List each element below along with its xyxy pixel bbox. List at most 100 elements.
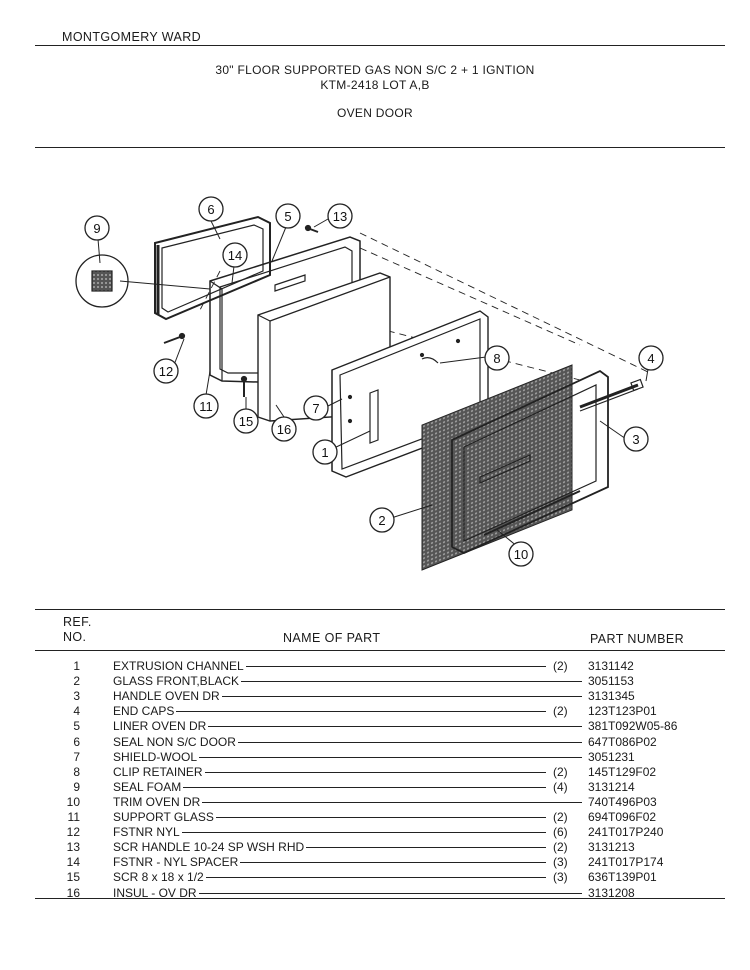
ref-number: 10: [66, 794, 80, 809]
part-number: 647T086P02: [588, 734, 657, 749]
part-name: END CAPS: [113, 704, 177, 719]
callout-13: 13: [327, 203, 353, 229]
section-rule: [35, 147, 725, 148]
part-name: HANDLE OVEN DR: [113, 689, 222, 704]
svg-text:1: 1: [321, 445, 328, 460]
part-name: LINER OVEN DR: [113, 719, 209, 734]
table-top-rule: [35, 609, 725, 610]
ref-number: 11: [67, 810, 80, 824]
part-number: 123T123P01: [588, 704, 657, 719]
oven-handle-part: [579, 378, 644, 412]
svg-text:2: 2: [378, 513, 385, 528]
part-name: FSTNR NYL: [113, 825, 182, 840]
part-number: 3131142: [588, 659, 634, 673]
ref-number: 12: [66, 825, 80, 840]
door-seal-part: [154, 215, 271, 321]
table-row: 16 INSUL - OV DR 3131208: [0, 885, 750, 901]
ref-number: 5: [73, 719, 80, 734]
svg-text:3: 3: [632, 432, 639, 447]
part-name: SCR HANDLE 10-24 SP WSH RHD: [113, 840, 307, 855]
callout-2: 2: [369, 507, 395, 533]
callout-10: 10: [508, 541, 534, 567]
ref-number: 3: [73, 689, 80, 704]
col-header-no: NO.: [63, 630, 87, 644]
ref-number: 9: [73, 779, 80, 794]
svg-text:14: 14: [228, 248, 242, 263]
part-name: TRIM OVEN DR: [113, 794, 203, 809]
table-header-rule: [35, 650, 725, 651]
part-name: SCR 8 x 18 x 1/2: [113, 870, 206, 885]
part-quantity: (2): [553, 840, 568, 855]
leader-line: [150, 771, 546, 773]
part-quantity: (2): [553, 659, 568, 673]
part-number: 3131214: [588, 779, 635, 794]
leader-line: [150, 892, 582, 894]
part-name: SEAL FOAM: [113, 779, 184, 794]
part-number: 3051231: [588, 749, 635, 764]
col-header-part-number: PART NUMBER: [590, 632, 684, 646]
leader-line: [150, 681, 582, 683]
svg-text:11: 11: [199, 399, 213, 414]
part-quantity: (3): [553, 855, 568, 870]
callout-4: 4: [638, 345, 664, 371]
callout-6: 6: [198, 196, 224, 222]
part-name: FSTNR - NYL SPACER: [113, 855, 241, 870]
ref-number: 1: [73, 659, 80, 673]
leader-line: [150, 726, 582, 728]
part-number: 694T096F02: [588, 810, 657, 824]
fasteners: [163, 224, 319, 397]
table-row: 10 TRIM OVEN DR 740T496P03: [0, 794, 750, 810]
ref-number: 4: [73, 704, 80, 719]
ref-number: 7: [73, 749, 80, 764]
part-number: 3131208: [588, 885, 635, 900]
part-quantity: (6): [553, 825, 568, 840]
part-number: 3131345: [588, 689, 635, 704]
leader-line: [150, 741, 582, 743]
leader-line: [150, 847, 546, 849]
model-line: KTM-2418 LOT A,B: [320, 78, 430, 92]
document-title: 30" FLOOR SUPPORTED GAS NON S/C 2 + 1 IG…: [215, 63, 535, 77]
table-bottom-rule: [35, 898, 725, 899]
callout-12: 12: [153, 358, 179, 384]
col-header-name: NAME OF PART: [283, 631, 381, 645]
table-row: 15 SCR 8 x 18 x 1/2 (3) 636T139P01: [0, 870, 750, 885]
callout-11: 11: [193, 393, 219, 419]
part-number: 740T496P03: [588, 794, 657, 809]
callout-8: 8: [484, 345, 510, 371]
callout-5: 5: [275, 203, 301, 229]
part-name: CLIP RETAINER: [113, 764, 205, 779]
part-number: 636T139P01: [588, 870, 657, 885]
table-row: 3 HANDLE OVEN DR 3131345: [0, 689, 750, 704]
ref-number: 15: [66, 870, 80, 885]
callout-7: 7: [303, 395, 329, 421]
leader-line: [150, 786, 546, 788]
ref-number: 16: [66, 885, 80, 900]
callout-3: 3: [623, 426, 649, 452]
ref-number: 6: [73, 734, 80, 749]
part-name: EXTRUSION CHANNEL: [113, 659, 246, 673]
part-name: SUPPORT GLASS: [113, 810, 216, 824]
svg-text:8: 8: [493, 351, 500, 366]
exploded-parts-diagram: 6 5 13 9 14 12 11 15 16 7 1 8 4 3 2 10: [75, 196, 664, 571]
part-quantity: (3): [553, 870, 568, 885]
ref-number: 8: [73, 764, 80, 779]
callout-9-bubble: [75, 254, 129, 308]
svg-text:6: 6: [207, 202, 214, 217]
header-rule: [35, 45, 725, 46]
part-name: INSUL - OV DR: [113, 885, 199, 900]
callout-9: 9: [84, 215, 110, 241]
seal-foam-part: [91, 270, 113, 292]
part-number: 3051153: [588, 674, 634, 689]
part-number: 241T017P240: [588, 825, 664, 840]
svg-text:10: 10: [514, 547, 528, 562]
section-title: OVEN DOOR: [336, 106, 414, 120]
ref-number: 2: [73, 674, 80, 689]
callout-1: 1: [312, 439, 338, 465]
ref-number: 14: [66, 855, 80, 870]
